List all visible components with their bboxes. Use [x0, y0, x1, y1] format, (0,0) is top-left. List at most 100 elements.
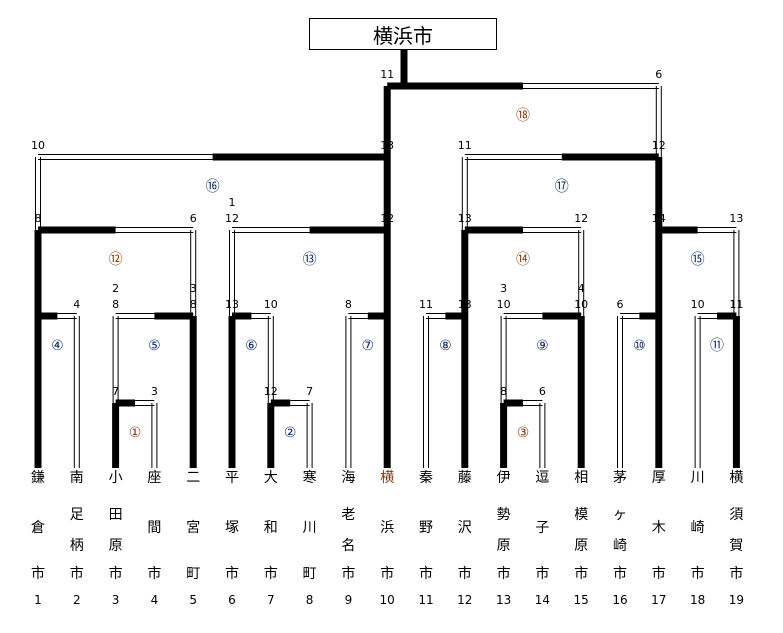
match-label-m16: ⑯	[206, 179, 220, 195]
score-m5-left: 8	[112, 298, 119, 311]
match-label-m2: ②	[284, 425, 297, 441]
team-2-char-1: 足	[70, 507, 84, 523]
team-1-char-1: 倉	[31, 520, 45, 536]
pk-m9-right: 4	[578, 282, 585, 295]
team-5-char-2: 町	[186, 566, 200, 582]
score-m11-right: 11	[729, 298, 743, 311]
team-2-char-3: 市	[70, 565, 84, 582]
team-number-5: 5	[189, 593, 197, 607]
team-11-char-2: 市	[419, 565, 433, 582]
team-number-18: 18	[690, 593, 705, 607]
team-18-char-2: 市	[691, 565, 705, 582]
match-label-m14: ⑭	[516, 252, 530, 268]
team-number-12: 12	[457, 593, 472, 607]
team-11-char-0: 秦	[419, 470, 433, 486]
team-7-char-2: 市	[264, 565, 278, 582]
score-m12-left: 8	[35, 212, 42, 225]
team-5-char-1: 宮	[186, 520, 200, 536]
score-m6-right: 10	[264, 298, 278, 311]
team-19-char-1: 須	[729, 507, 743, 523]
team-number-13: 13	[496, 593, 511, 607]
team-13-char-2: 原	[497, 538, 511, 554]
team-16-char-0: 茅	[613, 470, 627, 486]
team-number-11: 11	[418, 593, 433, 607]
team-10-char-0: 横	[380, 470, 394, 486]
team-number-9: 9	[345, 593, 353, 607]
match-label-m6: ⑥	[245, 338, 258, 354]
score-m14-right: 12	[574, 212, 588, 225]
score-m2-left: 12	[264, 385, 278, 398]
team-16-char-1: ヶ	[613, 507, 627, 523]
team-10-char-1: 浜	[380, 520, 394, 536]
match-label-m5: ⑤	[148, 338, 161, 354]
team-number-3: 3	[112, 593, 120, 607]
match-label-m7: ⑦	[362, 338, 375, 354]
team-13-char-3: 市	[497, 565, 511, 582]
team-number-8: 8	[306, 593, 314, 607]
pk-m5-right: 3	[190, 282, 197, 295]
match-label-m11: ⑪	[710, 338, 724, 354]
match-label-m15: ⑮	[691, 252, 705, 268]
match-label-m4: ④	[51, 338, 64, 354]
team-6-char-1: 塚	[225, 520, 239, 536]
team-3-char-2: 原	[109, 538, 123, 554]
team-number-15: 15	[574, 593, 589, 607]
team-7-char-0: 大	[264, 470, 278, 486]
match-label-m12: ⑫	[109, 252, 123, 268]
team-12-char-2: 市	[458, 565, 472, 582]
score-m9-right: 10	[574, 298, 588, 311]
score-m3-left: 8	[500, 385, 507, 398]
team-19-char-0: 横	[729, 470, 743, 486]
team-19-char-3: 市	[729, 565, 743, 582]
team-4-char-2: 市	[147, 565, 161, 582]
team-number-6: 6	[228, 593, 236, 607]
team-15-char-1: 模	[574, 507, 588, 523]
pk-m9-left: 3	[500, 282, 507, 295]
team-13-char-0: 伊	[497, 470, 511, 486]
team-12-char-0: 藤	[458, 470, 472, 486]
team-number-4: 4	[151, 593, 159, 607]
score-m3-right: 6	[539, 385, 546, 398]
team-5-char-0: 二	[186, 470, 200, 486]
team-13-char-1: 勢	[497, 507, 511, 523]
score-m8-left: 11	[419, 298, 433, 311]
team-15-char-0: 相	[574, 470, 588, 486]
team-4-char-1: 間	[147, 520, 161, 536]
score-m14-left: 13	[458, 212, 472, 225]
match-label-m9: ⑨	[536, 338, 549, 354]
score-m5-right: 8	[190, 298, 197, 311]
team-14-char-1: 子	[535, 520, 549, 536]
score-m16-left: 10	[31, 139, 45, 152]
team-9-char-1: 老	[341, 507, 355, 523]
team-number-10: 10	[380, 593, 395, 607]
team-14-char-0: 逗	[535, 470, 549, 486]
team-6-char-0: 平	[225, 470, 239, 486]
team-16-char-3: 市	[613, 565, 627, 582]
score-m6-left: 13	[225, 298, 239, 311]
team-8-char-2: 町	[303, 566, 317, 582]
match-label-m10: ⑩	[633, 338, 646, 354]
team-19-char-2: 賀	[729, 538, 743, 554]
score-m9-left: 10	[497, 298, 511, 311]
score-m12-right: 6	[190, 212, 197, 225]
champion-box: 横浜市	[309, 18, 497, 50]
team-9-char-0: 海	[341, 470, 355, 486]
score-m18-left: 11	[380, 68, 394, 81]
score-m17-left: 11	[458, 139, 472, 152]
team-18-char-1: 崎	[691, 520, 705, 536]
team-3-char-1: 田	[109, 507, 123, 523]
pk-m5-left: 2	[112, 282, 119, 295]
team-9-char-3: 市	[341, 565, 355, 582]
team-1-char-0: 鎌	[31, 470, 45, 486]
score-m1-left: 7	[112, 385, 119, 398]
team-number-7: 7	[267, 593, 275, 607]
team-12-char-1: 沢	[458, 520, 472, 536]
team-15-char-3: 市	[574, 565, 588, 582]
score-m15-right: 13	[729, 212, 743, 225]
team-14-char-2: 市	[535, 565, 549, 582]
match-label-m13: ⑬	[303, 252, 317, 268]
score-m18-right: 6	[655, 68, 662, 81]
team-number-17: 17	[651, 593, 666, 607]
score-m2-right: 7	[306, 385, 313, 398]
